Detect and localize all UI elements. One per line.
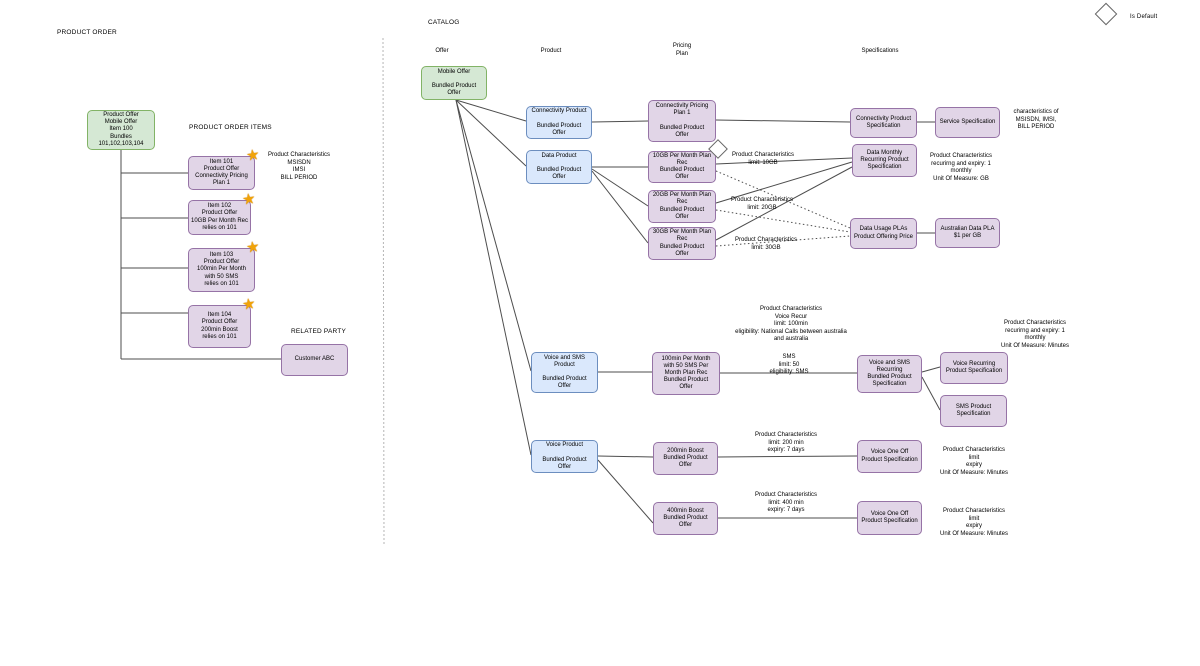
dotted-price-connectors [715,170,851,247]
node-10gb-plan[interactable]: 10GB Per Month Plan Rec Bundled Product … [648,151,716,183]
node-voice-recurring-product-spec[interactable]: Voice Recurring Product Specification [940,352,1008,384]
node-item-104[interactable]: Item 104 Product Offer 200min Boost reli… [188,305,251,348]
left-tree-connectors [120,150,281,360]
node-voice-sms-recurring-spec[interactable]: Voice and SMS Recurring Bundled Product … [857,355,922,393]
annotation-limit-30gb: Product Characteristics limit: 30GB [734,237,798,251]
node-voice-one-off-spec-1[interactable]: Voice One Off Product Specification [857,440,922,473]
node-20gb-plan[interactable]: 20GB Per Month Plan Rec Bundled Product … [648,190,716,223]
column-header-specifications: Specifications [861,48,899,54]
star-icon: ★ [241,295,257,314]
node-data-monthly-recurring-spec[interactable]: Data Monthly Recurring Product Specifica… [852,144,917,177]
node-voice-one-off-spec-2[interactable]: Voice One Off Product Specification [857,501,922,535]
node-mobile-offer[interactable]: Mobile Offer Bundled Product Offer [421,66,487,100]
node-30gb-plan[interactable]: 30GB Per Month Plan Rec Bundled Product … [648,227,716,260]
annotation-sms-limit: SMS limit: 50 eligibility: SMS [769,354,809,375]
annotation-gb-recurring: Product Characteristics recurirng and ex… [929,153,993,182]
node-400min-boost[interactable]: 400min Boost Bundled Product Offer [653,502,718,535]
star-icon: ★ [245,146,261,165]
section-divider [382,37,385,546]
column-header-product: Product [540,48,562,54]
node-connectivity-product-specification[interactable]: Connectivity Product Specification [850,108,917,138]
node-item-102[interactable]: Item 102 Product Offer 10GB Per Month Re… [188,200,251,235]
annotation-limit-400min: Product Characteristics limit: 400 min e… [754,492,818,513]
annotation-limit-200min: Product Characteristics limit: 200 min e… [754,432,818,453]
product-order-items-header: PRODUCT ORDER ITEMS [189,124,272,131]
product-order-title: PRODUCT ORDER [57,29,117,36]
annotation-one-off-minutes-1: Product Characteristics limit expiry Uni… [939,447,1009,476]
star-icon: ★ [241,190,257,209]
node-australian-data-pla[interactable]: Australian Data PLA $1 per GB [935,218,1000,248]
star-icon: ★ [245,238,261,257]
node-item-103[interactable]: Item 103 Product Offer 100min Per Month … [188,248,255,292]
node-connectivity-pricing-plan-1[interactable]: Connectivity Pricing Plan 1 Bundled Prod… [648,100,716,142]
node-sms-product-spec[interactable]: SMS Product Specification [940,395,1007,427]
node-voice-product[interactable]: Voice Product Bundled Product Offer [531,440,598,473]
annotation-limit-10gb: Product Characteristics limit: 10GB [731,152,795,166]
node-product-order-offer[interactable]: Product Offer Mobile Offer Item 100 Bund… [87,110,155,150]
annotation-msisdn-characteristics: characteristics of MSISDN, IMSI, BILL PE… [1013,109,1059,130]
node-item-101[interactable]: Item 101 Product Offer Connectivity Pric… [188,156,255,190]
node-200min-boost[interactable]: 200min Boost Bundled Product Offer [653,442,718,475]
column-header-offer: Offer [435,48,449,54]
annotation-order-characteristics: Product Characteristics MSISDN IMSI BILL… [267,152,331,181]
annotation-one-off-minutes-2: Product Characteristics limit expiry Uni… [939,508,1009,537]
annotation-minutes-recurring: Product Characteristics recurirng and ex… [1000,320,1070,349]
node-connectivity-product[interactable]: Connectivity Product Bundled Product Off… [526,106,592,139]
annotation-limit-20gb: Product Characteristics limit: 20GB [730,197,794,211]
catalog-title: CATALOG [428,19,460,26]
node-customer-abc[interactable]: Customer ABC [281,344,348,376]
node-100min-plan[interactable]: 100min Per Month with 50 SMS Per Month P… [652,352,720,395]
node-service-specification[interactable]: Service Specification [935,107,1000,138]
node-voice-and-sms-product[interactable]: Voice and SMS Product Bundled Product Of… [531,352,598,393]
legend-label: Is Default [1130,14,1158,20]
annotation-voice-recur: Product Characteristics Voice Recur limi… [735,306,847,342]
node-data-product[interactable]: Data Product Bundled Product Offer [526,150,592,184]
node-data-usage-plas[interactable]: Data Usage PLAs Product Offering Price [850,218,917,249]
column-header-pricing-plan: Pricing Plan [672,43,692,57]
catalog-connectors [455,99,941,524]
related-party-header: RELATED PARTY [291,328,346,335]
